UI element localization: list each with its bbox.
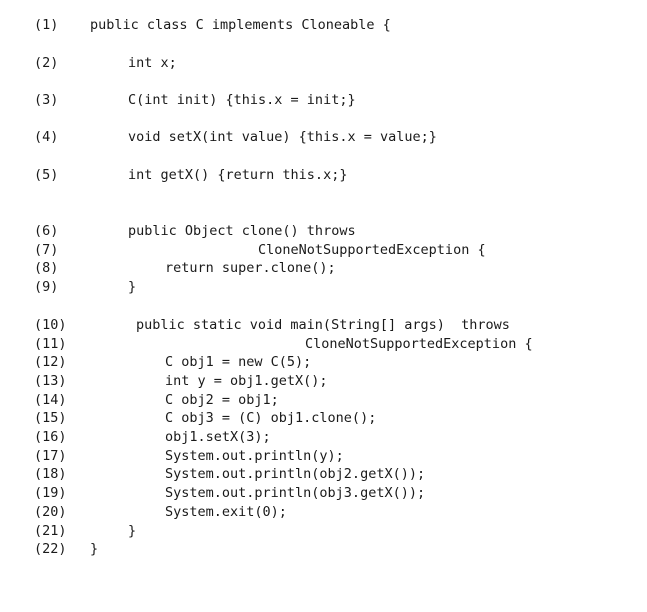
line-number: (5) xyxy=(34,167,59,183)
code-text: System.exit(0); xyxy=(165,504,287,520)
code-line: (16) obj1.setX(3); xyxy=(0,428,647,446)
line-number: (10) xyxy=(34,317,67,333)
line-number: (6) xyxy=(34,223,59,239)
code-line: (15) C obj3 = (C) obj1.clone(); xyxy=(0,409,647,427)
line-number: (21) xyxy=(34,523,67,539)
code-text: public Object clone() throws xyxy=(128,223,356,239)
code-text: CloneNotSupportedException { xyxy=(258,242,486,258)
code-line: (2) int x; xyxy=(0,54,647,72)
line-number: (11) xyxy=(34,336,67,352)
code-text: System.out.println(y); xyxy=(165,448,344,464)
code-text: C obj1 = new C(5); xyxy=(165,354,312,370)
code-text: public class C implements Cloneable { xyxy=(90,17,391,33)
code-text: public static void main(String[] args) t… xyxy=(136,317,510,333)
code-line: (19) System.out.println(obj3.getX()); xyxy=(0,484,647,502)
line-number: (4) xyxy=(34,129,59,145)
line-number: (14) xyxy=(34,392,67,408)
code-line: (8) return super.clone(); xyxy=(0,259,647,277)
code-line: (5) int getX() {return this.x;} xyxy=(0,166,647,184)
code-text: void setX(int value) {this.x = value;} xyxy=(128,129,437,145)
code-line: (14) C obj2 = obj1; xyxy=(0,391,647,409)
code-line: (17) System.out.println(y); xyxy=(0,447,647,465)
code-line: (7) CloneNotSupportedException { xyxy=(0,241,647,259)
code-text: C(int init) {this.x = init;} xyxy=(128,92,356,108)
code-text: } xyxy=(90,541,99,557)
code-line: (11) CloneNotSupportedException { xyxy=(0,335,647,353)
line-number: (17) xyxy=(34,448,67,464)
code-text: C obj3 = (C) obj1.clone(); xyxy=(165,410,377,426)
code-line: (21) } xyxy=(0,522,647,540)
line-number: (12) xyxy=(34,354,67,370)
code-line: (12) C obj1 = new C(5); xyxy=(0,353,647,371)
line-number: (19) xyxy=(34,485,67,501)
code-text: obj1.setX(3); xyxy=(165,429,271,445)
code-line: (6) public Object clone() throws xyxy=(0,222,647,240)
code-line: (13) int y = obj1.getX(); xyxy=(0,372,647,390)
code-line: (20) System.exit(0); xyxy=(0,503,647,521)
line-number: (8) xyxy=(34,260,59,276)
code-line: (22) } xyxy=(0,540,647,558)
code-line: (9) } xyxy=(0,278,647,296)
code-text: CloneNotSupportedException { xyxy=(305,336,533,352)
code-line: (4) void setX(int value) {this.x = value… xyxy=(0,128,647,146)
code-text: } xyxy=(128,523,137,539)
code-text: System.out.println(obj3.getX()); xyxy=(165,485,426,501)
code-line: (3) C(int init) {this.x = init;} xyxy=(0,91,647,109)
code-line: (1) public class C implements Cloneable … xyxy=(0,16,647,34)
code-text: } xyxy=(128,279,137,295)
line-number: (15) xyxy=(34,410,67,426)
code-text: int x; xyxy=(128,55,177,71)
code-text: C obj2 = obj1; xyxy=(165,392,279,408)
code-line: (10) public static void main(String[] ar… xyxy=(0,316,647,334)
line-number: (9) xyxy=(34,279,59,295)
code-text: return super.clone(); xyxy=(165,260,336,276)
code-line: (18) System.out.println(obj2.getX()); xyxy=(0,465,647,483)
line-number: (7) xyxy=(34,242,59,258)
line-number: (13) xyxy=(34,373,67,389)
line-number: (20) xyxy=(34,504,67,520)
code-listing: (1) public class C implements Cloneable … xyxy=(0,16,647,558)
line-number: (2) xyxy=(34,55,59,71)
code-text: int y = obj1.getX(); xyxy=(165,373,328,389)
line-number: (1) xyxy=(34,17,59,33)
line-number: (16) xyxy=(34,429,67,445)
line-number: (3) xyxy=(34,92,59,108)
line-number: (22) xyxy=(34,541,67,557)
code-text: int getX() {return this.x;} xyxy=(128,167,348,183)
line-number: (18) xyxy=(34,466,67,482)
code-text: System.out.println(obj2.getX()); xyxy=(165,466,426,482)
